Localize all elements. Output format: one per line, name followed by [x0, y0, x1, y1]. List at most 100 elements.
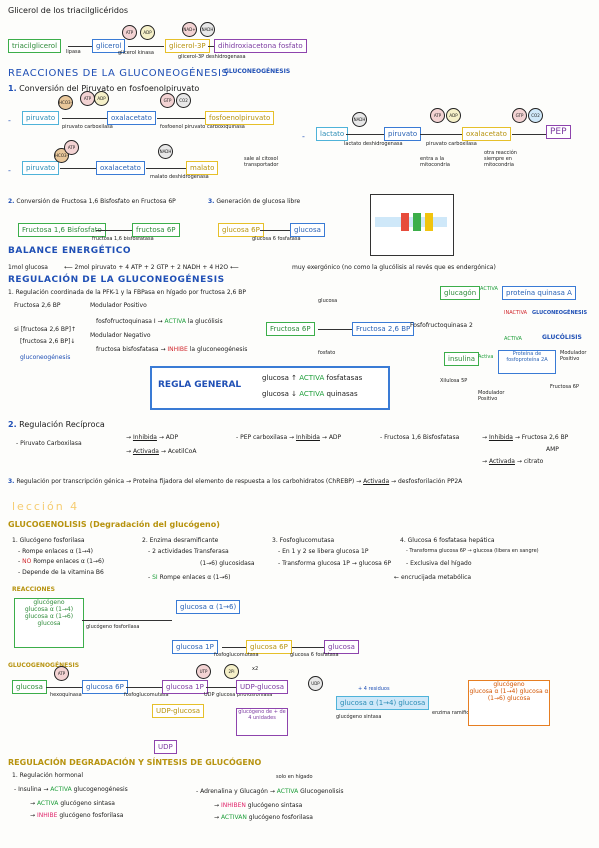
gg-e2: fosfoglucomutasa [124, 692, 169, 698]
rf-a2: → ACTIVAN glucógeno fosforilasa [214, 814, 313, 821]
box-glucosa: glucosa [290, 223, 325, 237]
c3-title: 3. Fosfoglucomutasa [272, 537, 335, 544]
rf-ins: - Insulina → ACTIVA glucogenogénesis [14, 786, 128, 793]
gg-plus: + 4 residuos [358, 686, 390, 692]
box-glucogeno: glucógeno glucosa α (1→4) glucosa α (1→6… [14, 598, 84, 648]
box-dhap: dihidroxiacetona fosfato [214, 39, 307, 53]
enzyme-g3p-dh: glicerol-3P deshidrogenasa [178, 54, 246, 60]
s2r-act3: → Activada → citrato [482, 458, 544, 465]
box-r2-g1p: glucosa 1P [172, 640, 218, 654]
c2-b: (1→6) glucosidasa [200, 560, 255, 567]
enzyme-pc-1: piruvato carboxilasa [62, 124, 113, 130]
c4-a: - Transforma glucosa 6P → glucosa (liber… [406, 548, 539, 554]
box-reg-f26: Fructosa 2,6 BP [352, 322, 415, 336]
gg-e1: hexoquinasa [50, 692, 82, 698]
r2-e1: glucógeno fosforilasa [86, 624, 140, 630]
reg-gluconeo2: GLUCONEOGÉNESIS [532, 310, 588, 316]
s2r-amp: AMP [546, 446, 559, 453]
rf-s1: 1. Regulación hormonal [12, 772, 84, 779]
note-transportador: sale al citosol transportador [244, 156, 279, 168]
box-pp2a: Proteína de fosfoproteína 2A [498, 350, 556, 374]
box-r2-glu: glucosa [324, 640, 359, 654]
enzyme-mdh: malato deshidrogenasa [150, 174, 209, 180]
c1-c: - Depende de la vitamina B6 [18, 569, 104, 576]
co2-icon: CO2 [176, 93, 191, 108]
enzyme-glicerol-kinasa: glicerol kinasa [118, 50, 154, 56]
c3-a: - En 1 y 2 se libera glucosa 1P [278, 548, 369, 555]
reg-mod-pos: Modulador Positivo [90, 302, 147, 309]
atp-icon-4: ATP [430, 108, 445, 123]
reg-inactiva: INACTIVA [504, 310, 528, 316]
enzyme-pc-2: piruvato carboxilasa [426, 141, 477, 147]
reg-pfk1: fosfofructoquinasa I → ACTIVA la glucóli… [96, 318, 223, 325]
gg-e4: glucógeno sintasa [336, 714, 382, 720]
box-gg-udp3: UDP [154, 740, 177, 754]
adp-icon-2: ADP [94, 91, 109, 106]
reg-final-title: REGULACIÓN DEGRADACIÓN Y SÍNTESIS DE GLU… [8, 758, 262, 767]
section-reacciones-title: REACCIONES DE LA GLUCONEOGÉNESIS [8, 68, 229, 79]
box-gg-g1p: glucosa 1P [162, 680, 208, 694]
box-gg-final: glucógeno glucosa α (1→4) glucosa α (1→6… [468, 680, 550, 726]
box-triacilglicerol: triacilglicerol [8, 39, 62, 53]
c1-b: - NO Rompe enlaces α (1→6) [18, 558, 105, 565]
gtp-icon: GTP [160, 93, 175, 108]
reg-xil: Xilulosa 5P [440, 378, 468, 384]
gtp-icon-2: GTP [512, 108, 527, 123]
rf-adr: - Adrenalina y Glucagón → ACTIVA Glucoge… [196, 788, 344, 795]
membrane-diagram [370, 194, 454, 256]
glucogenolisis-title: GLUCOGENOLISIS (Degradación del glucógen… [8, 520, 220, 529]
box-glicerol: glicerol [92, 39, 126, 53]
box-piruvato-1: piruvato [22, 111, 60, 125]
box-glicerol-3p: glicerol-3P [165, 39, 210, 53]
c1-title: 1. Glucógeno fosforilasa [12, 537, 85, 544]
reg-fbpasa: fructosa bisfosfatasa → INHIBE la glucon… [96, 346, 248, 353]
box-lactato: lactato [316, 127, 349, 141]
c1-a: - Rompe enlaces α (1→4) [18, 548, 93, 555]
r2-e3: glucosa 6 fosfatasa [290, 652, 339, 658]
rf-only: solo en hígado [276, 774, 313, 780]
s3r-line: 3. Regulación por transcripción génica →… [8, 478, 463, 485]
box-f16bp: Fructosa 1,6 Bisfosfato [18, 223, 106, 237]
rf-a1: → ACTIVA glucógeno sintasa [30, 800, 115, 807]
regla-general-box: REGLA GENERAL glucosa ↑ ACTIVA fosfatasa… [150, 366, 390, 410]
note-mitocondria: entra a la mitocondria [420, 156, 450, 168]
enzyme-pepck-1: fosfoenol piruvato carboxiquinasa [160, 124, 245, 130]
atp-icon: ATP [122, 25, 137, 40]
co2-icon-2: CO2 [528, 108, 543, 123]
box-piruvato-3: piruvato [384, 127, 422, 141]
c3-b: - Transforma glucosa 1P → glucosa 6P [278, 560, 392, 567]
atp-icon-2: ATP [80, 91, 95, 106]
hco3-icon: HCO3- [58, 95, 73, 110]
rf-i2: → INHIBEN glucógeno sintasa [214, 802, 303, 809]
atp-icon-3: ATP [64, 140, 79, 155]
reacciones2-title: REACCIONES [12, 586, 55, 593]
reg-s1: 1. Regulación coordinada de la PFK-1 y l… [8, 289, 247, 296]
nad-icon: NAD+ [182, 22, 197, 37]
c2-title: 2. Enzima desramificante [142, 537, 219, 544]
result-gluconeogenesis: GLUCONEOGÉNESIS [224, 68, 291, 75]
rf-i1: → INHIBE glucógeno fosforilasa [30, 812, 124, 819]
box-r2-alfa: glucosa α (1→6) [176, 600, 241, 614]
gg-e5: enzima ramificante [432, 710, 481, 716]
box-malato: malato [186, 161, 219, 175]
s2-title: 2. Conversión de Fructosa 1,6 Bisfosfato… [8, 198, 176, 205]
s3-title: 3. Generación de glucosa libre [208, 198, 301, 205]
reg-activa-w: ACTIVA [480, 286, 498, 292]
reg-glucosa: glucosa [318, 298, 338, 304]
reg-title: REGULACIÓN DE LA GLUCONEOGÉNESIS [8, 275, 225, 285]
nadh-icon-3: NADH [352, 112, 367, 127]
s2r-pc: - Piruvato Carboxilasa [16, 440, 82, 447]
reg-pfk2: Fosfofructoquinasa 2 [410, 322, 473, 329]
reg-f6p2: Fructosa 6P [550, 384, 579, 390]
balance-title: BALANCE ENERGÉTICO [8, 246, 131, 256]
leccion-heading: lección 4 [12, 500, 80, 513]
box-r2-g6p: glucosa 6P [246, 640, 292, 654]
glucogenesis-title: GLUCOGENOGÉNESIS [8, 662, 80, 669]
glycerol-title: Glicerol de los triacilglicéridos [8, 6, 128, 15]
box-gg-chain: glucosa α (1→4) glucosa [336, 696, 430, 710]
gg-udp-icon: UDP [308, 676, 323, 691]
gg-x2: x2 [252, 666, 259, 672]
adp-icon: ADP [140, 25, 155, 40]
s2r-act: → Activada → AcetilCoA [126, 448, 197, 455]
reg-mod-pos3: Modulador Positivo [478, 390, 505, 402]
